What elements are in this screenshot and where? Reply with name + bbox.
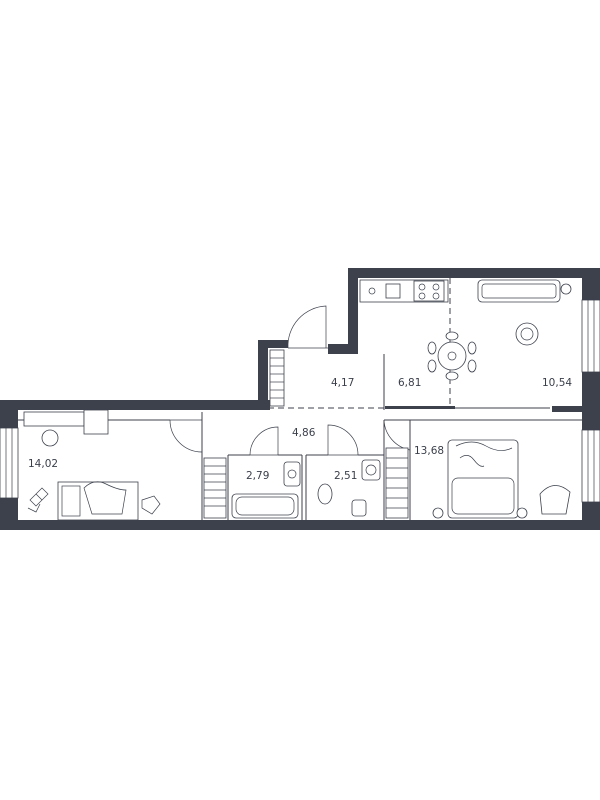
- area-corridor: 4,86: [292, 427, 316, 439]
- interior-walls: [18, 354, 582, 520]
- area-toilet: 2,51: [334, 470, 357, 482]
- area-hall-small: 4,17: [331, 377, 354, 389]
- area-labels: 4,17 6,81 10,54 4,86 14,02 2,79 2,51 13,…: [28, 377, 572, 482]
- wardrobes: [203, 349, 409, 519]
- area-bathroom: 2,79: [246, 470, 269, 482]
- living-furniture: [455, 279, 572, 409]
- toilet-fixtures: [317, 459, 381, 517]
- windows: [0, 299, 600, 503]
- area-bedroom-right: 13,68: [414, 445, 444, 457]
- area-kitchen: 6,81: [398, 377, 421, 389]
- right-bedroom-furniture: [432, 439, 571, 519]
- area-living: 10,54: [542, 377, 572, 389]
- dining-table: [427, 331, 477, 381]
- doors: [169, 305, 411, 456]
- area-bedroom-left: 14,02: [28, 458, 58, 470]
- left-bedroom-furniture: [23, 409, 161, 521]
- kitchen-fixtures: [359, 279, 449, 303]
- bath-fixtures: [231, 461, 301, 519]
